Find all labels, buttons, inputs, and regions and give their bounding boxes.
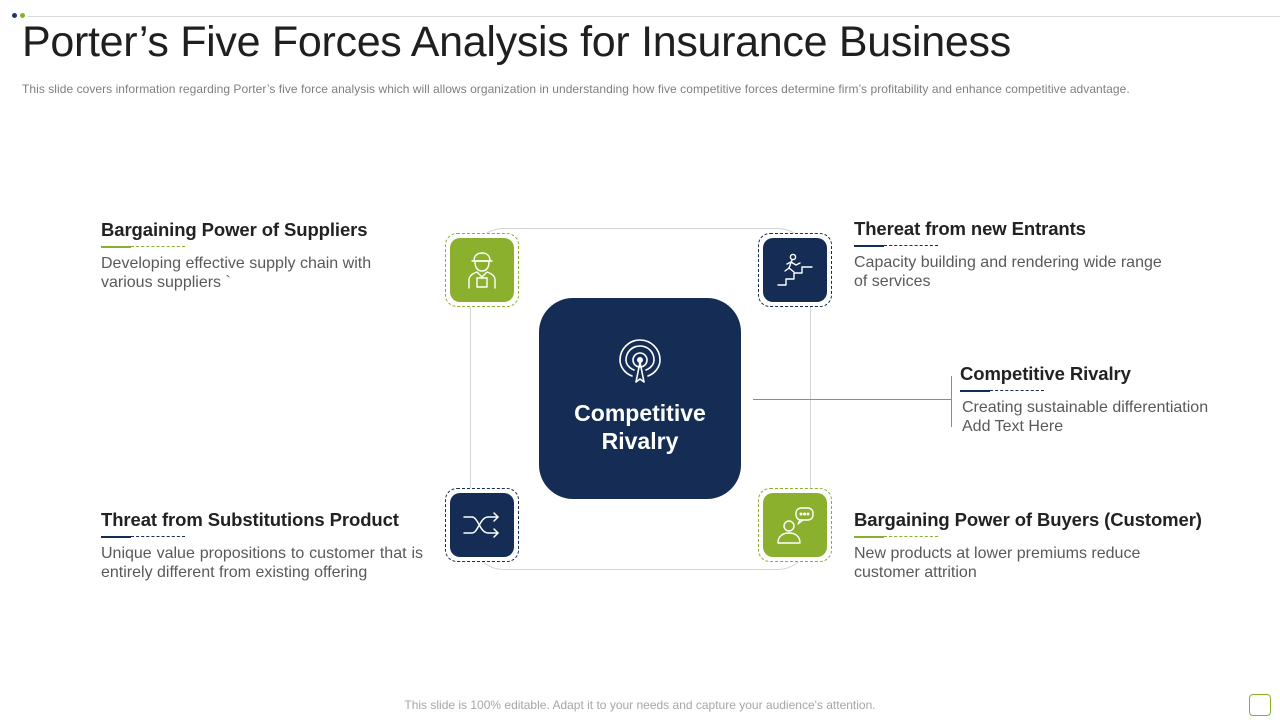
target-icon xyxy=(619,339,661,383)
buyers-title: Bargaining Power of Buyers (Customer) xyxy=(854,509,1202,530)
rivalry-text: Creating sustainable differentiation Add… xyxy=(962,399,1209,435)
substitutes-block: Threat from Substitutions Product Unique… xyxy=(101,509,423,582)
suppliers-underline xyxy=(101,246,185,248)
buyers-underline xyxy=(854,536,938,538)
customer-chat-icon xyxy=(777,507,814,544)
navy-dot xyxy=(12,13,17,18)
entrants-block: Thereat from new Entrants Capacity build… xyxy=(854,218,1174,291)
brand-dots xyxy=(12,13,25,18)
worker-icon xyxy=(468,252,496,289)
entrants-underline xyxy=(854,245,938,247)
green-dot xyxy=(20,13,25,18)
suppliers-block: Bargaining Power of Suppliers Developing… xyxy=(101,219,391,292)
substitutes-text: Unique value propositions to customer th… xyxy=(101,545,423,581)
rivalry-block: Competitive Rivalry Creating sustainable… xyxy=(960,363,1230,436)
slide-title: Porter’s Five Forces Analysis for Insura… xyxy=(22,18,1011,66)
buyers-text: New products at lower premiums reduce cu… xyxy=(854,545,1141,581)
substitutes-underline xyxy=(101,536,185,538)
suppliers-text: Developing effective supply chain with v… xyxy=(101,255,372,291)
suppliers-title: Bargaining Power of Suppliers xyxy=(101,219,368,240)
top-rule xyxy=(28,16,1280,17)
slide-footer: This slide is 100% editable. Adapt it to… xyxy=(404,698,876,712)
buyers-icon-tile xyxy=(758,488,832,562)
rivalry-underline xyxy=(960,390,1044,392)
slide-subtitle: This slide covers information regarding … xyxy=(22,82,1130,96)
substitutes-title: Threat from Substitutions Product xyxy=(101,509,399,530)
entrants-text: Capacity building and rendering wide ran… xyxy=(854,254,1162,290)
entrants-icon-tile xyxy=(758,233,832,307)
center-competitive-rivalry: Competitive Rivalry xyxy=(539,298,741,499)
stairs-climber-icon xyxy=(777,253,813,286)
corner-marker xyxy=(1249,694,1271,716)
entrants-title: Thereat from new Entrants xyxy=(854,218,1086,239)
suppliers-icon-tile xyxy=(445,233,519,307)
substitutes-icon-tile xyxy=(445,488,519,562)
shuffle-icon xyxy=(463,512,499,538)
center-label: Competitive Rivalry xyxy=(574,400,706,454)
rivalry-title: Competitive Rivalry xyxy=(960,363,1131,384)
rivalry-connector-bar xyxy=(951,376,952,427)
buyers-block: Bargaining Power of Buyers (Customer) Ne… xyxy=(854,509,1214,582)
rivalry-connector-line xyxy=(753,399,952,400)
